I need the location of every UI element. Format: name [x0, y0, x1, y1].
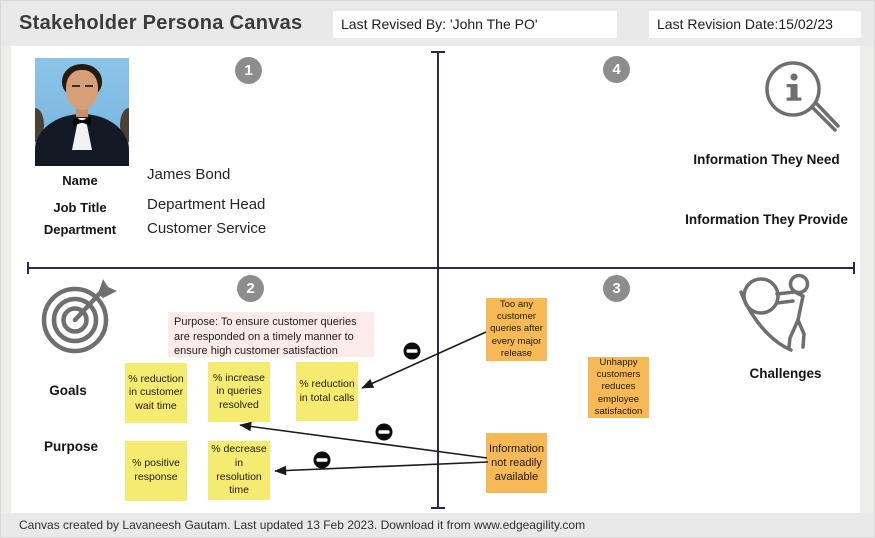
photo-bowtie [73, 117, 91, 126]
photo-background-shape [120, 108, 129, 142]
challenges-boulder-icon [739, 273, 810, 352]
last-revised-by-field[interactable]: Last Revised By: 'John The PO' [333, 11, 617, 38]
sticky-note-too-many-queries[interactable]: Too any customer queries after every maj… [486, 298, 547, 361]
footer-credit: Canvas created by Lavaneesh Gautam. Last… [19, 518, 586, 532]
photo-background-shape [35, 108, 44, 142]
quadrant-3-badge: 3 [603, 275, 630, 302]
information-they-provide-label: Information They Provide [685, 212, 848, 227]
header-bar: Stakeholder Persona Canvas Last Revised … [1, 1, 874, 46]
department-label: Department [43, 222, 117, 237]
sticky-note-queries-resolved[interactable]: % increase in queries resolved [208, 362, 270, 422]
last-revision-date-field[interactable]: Last Revision Date:15/02/23 [649, 11, 861, 38]
sticky-note-positive-response[interactable]: % positive response [125, 441, 187, 501]
sticky-note-total-calls[interactable]: % reduction in total calls [296, 362, 358, 421]
quadrant-2-badge: 2 [237, 275, 264, 302]
sticky-note-unhappy-customers[interactable]: Unhappy customers reduces employee satis… [588, 357, 649, 418]
photo-shirt [72, 118, 92, 150]
footer-bar: Canvas created by Lavaneesh Gautam. Last… [1, 513, 874, 537]
job-title-label: Job Title [53, 200, 107, 215]
information-they-need-label: Information They Need [693, 152, 840, 167]
name-value[interactable]: James Bond [147, 166, 231, 183]
purpose-note[interactable]: Purpose: To ensure customer queries are … [168, 312, 374, 357]
quadrant-4-badge: 4 [603, 56, 630, 83]
department-value[interactable]: Customer Service [147, 220, 267, 237]
sticky-note-resolution-time[interactable]: % decrease in resolution time [208, 441, 270, 500]
purpose-label: Purpose [43, 439, 98, 454]
name-label: Name [62, 173, 98, 188]
info-magnifier-icon [765, 61, 840, 132]
sticky-note-wait-time[interactable]: % reduction in customer wait time [125, 363, 187, 423]
job-title-value[interactable]: Department Head [147, 196, 266, 213]
sticky-note-information-not-available[interactable]: Information not readily available [486, 433, 547, 493]
goals-label: Goals [49, 383, 87, 398]
photo-eyebrow [85, 85, 93, 87]
goals-target-icon [41, 279, 117, 354]
quadrant-1-badge: 1 [235, 57, 262, 84]
challenges-label: Challenges [749, 366, 822, 381]
persona-photo[interactable] [35, 58, 129, 166]
page-title: Stakeholder Persona Canvas [19, 12, 303, 34]
photo-face [66, 70, 98, 110]
photo-neck [76, 107, 88, 117]
photo-eyebrow [72, 85, 80, 87]
